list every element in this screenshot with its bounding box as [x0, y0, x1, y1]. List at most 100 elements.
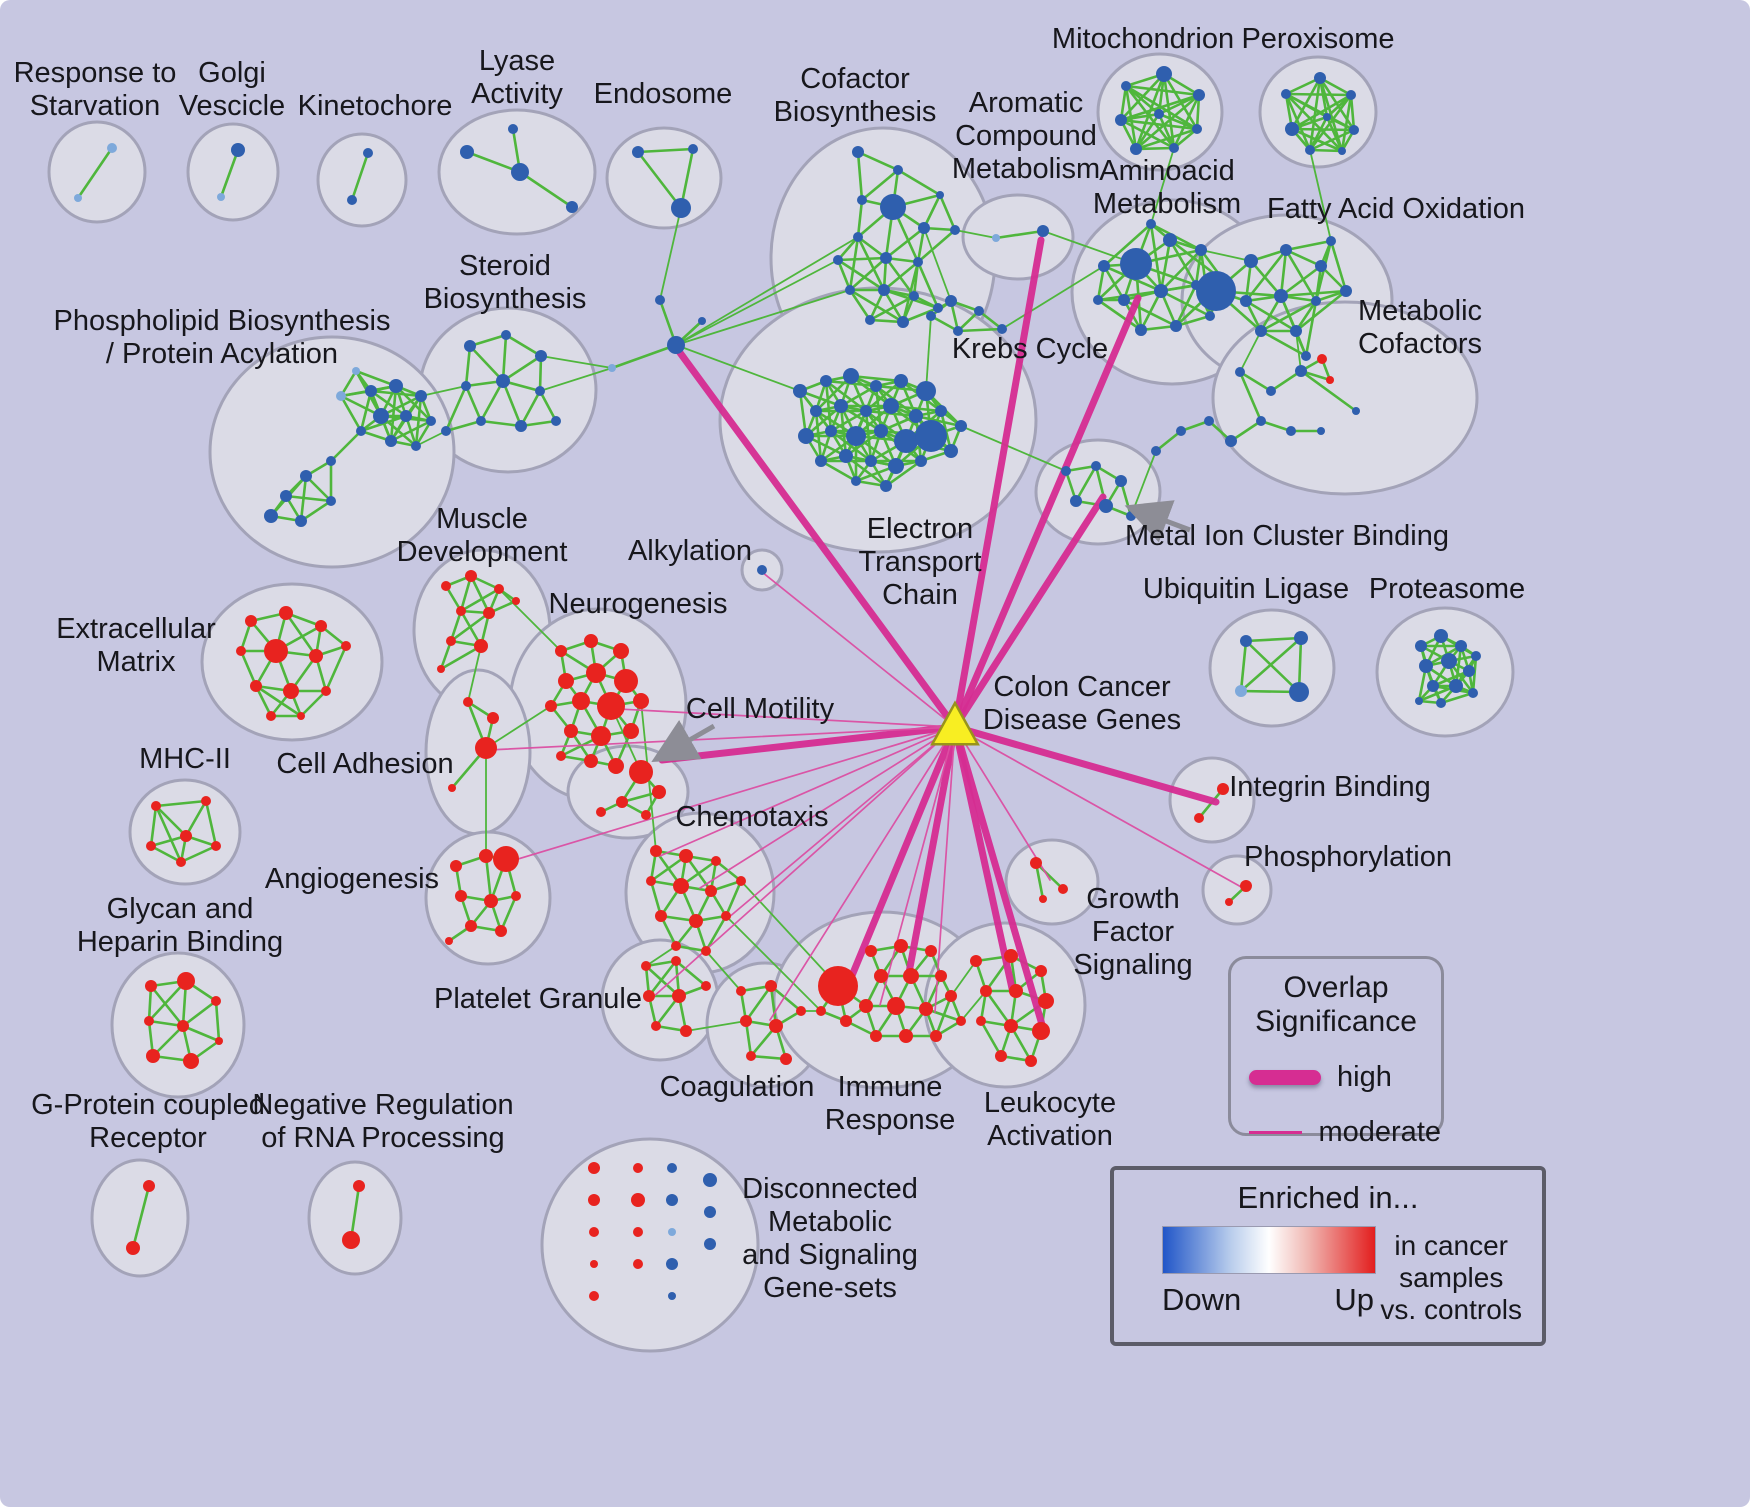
node-extracellular-matrix-3[interactable]	[236, 646, 246, 656]
node-chemotaxis-1[interactable]	[679, 849, 693, 863]
node-extracellular-matrix-5[interactable]	[309, 649, 323, 663]
node-cell-motility-4[interactable]	[641, 810, 651, 820]
node-steroid-biosynthesis-8[interactable]	[551, 416, 561, 426]
node-neurogenesis-7[interactable]	[572, 692, 590, 710]
node-electron-transport-chain-6[interactable]	[810, 405, 822, 417]
node-mitochondrion-2[interactable]	[1193, 89, 1205, 101]
node-neurogenesis-10[interactable]	[564, 724, 578, 738]
node-muscle-development-6[interactable]	[446, 636, 456, 646]
node-angiogenesis-1[interactable]	[479, 849, 493, 863]
node-extracellular-matrix-9[interactable]	[321, 686, 331, 696]
node-disconnected-gene-sets-5[interactable]	[633, 1163, 643, 1173]
node-kinetochore-1[interactable]	[347, 195, 357, 205]
node-neurogenesis-0[interactable]	[555, 645, 567, 657]
node-leukocyte-activation-5[interactable]	[1038, 993, 1054, 1009]
node-phospholipid-biosynthesis-8[interactable]	[356, 426, 366, 436]
node-cell-motility-3[interactable]	[596, 807, 606, 817]
node-metabolic-cofactors-6[interactable]	[1286, 426, 1296, 436]
node-glycan-heparin-binding-5[interactable]	[146, 1049, 160, 1063]
node-mhc-ii-5[interactable]	[176, 857, 186, 867]
node-electron-transport-chain-5[interactable]	[916, 381, 936, 401]
node-peroxisome-5[interactable]	[1349, 125, 1359, 135]
node-cell-adhesion-2[interactable]	[475, 737, 497, 759]
node-chemotaxis-9[interactable]	[721, 911, 731, 921]
node-peroxisome-6[interactable]	[1305, 145, 1315, 155]
node-immune-response-3[interactable]	[925, 945, 937, 957]
node-phospholipid-biosynthesis-0[interactable]	[365, 385, 377, 397]
node-aminoacid-metabolism-1[interactable]	[1163, 233, 1177, 247]
node-mitochondrion-1[interactable]	[1156, 66, 1172, 82]
node-krebs-cycle-3[interactable]	[953, 326, 963, 336]
node-neurogenesis-1[interactable]	[584, 634, 598, 648]
node-peroxisome-2[interactable]	[1346, 90, 1356, 100]
node-extracellular-matrix-6[interactable]	[341, 641, 351, 651]
node-fatty-acid-oxidation-11[interactable]	[1301, 351, 1311, 361]
node-cofactor-biosynthesis-0[interactable]	[852, 146, 864, 158]
node-mitochondrion-4[interactable]	[1154, 109, 1164, 119]
node-angiogenesis-4[interactable]	[484, 894, 498, 908]
node-angiogenesis-8[interactable]	[445, 937, 453, 945]
node-muscle-development-7[interactable]	[474, 639, 488, 653]
node-immune-response-9[interactable]	[919, 1002, 933, 1016]
node-proteasome-4[interactable]	[1419, 659, 1433, 673]
node-immune-response-10[interactable]	[945, 990, 957, 1002]
node-metal-ion-cluster-binding-3[interactable]	[1070, 495, 1082, 507]
node-steroid-biosynthesis-9[interactable]	[441, 426, 451, 436]
node-fatty-acid-oxidation-4[interactable]	[1240, 295, 1252, 307]
node-peroxisome-7[interactable]	[1338, 147, 1346, 155]
node-mitochondrion-6[interactable]	[1130, 143, 1142, 155]
node-mitochondrion-3[interactable]	[1115, 114, 1127, 126]
node-disconnected-gene-sets-2[interactable]	[589, 1227, 599, 1237]
node-golgi-vescicle-1[interactable]	[217, 193, 225, 201]
node-integrin-binding-1[interactable]	[1217, 783, 1229, 795]
node-aminoacid-metabolism-6[interactable]	[1135, 324, 1147, 336]
node-extracellular-matrix-7[interactable]	[250, 680, 262, 692]
node-glycan-heparin-binding-4[interactable]	[177, 1020, 189, 1032]
node-mhc-ii-1[interactable]	[201, 796, 211, 806]
node-chemotaxis-5[interactable]	[705, 885, 717, 897]
node-cell-adhesion-3[interactable]	[448, 784, 456, 792]
node-neurogenesis-9[interactable]	[633, 693, 649, 709]
node-disconnected-gene-sets-14[interactable]	[703, 1173, 717, 1187]
node-electron-transport-chain-12[interactable]	[798, 428, 814, 444]
node-neurogenesis-3[interactable]	[558, 673, 574, 689]
node-fatty-acid-oxidation-10[interactable]	[1340, 285, 1352, 297]
node-electron-transport-chain-23[interactable]	[851, 476, 861, 486]
node-immune-response-14[interactable]	[956, 1016, 966, 1026]
node-fatty-acid-oxidation-6[interactable]	[1311, 296, 1321, 306]
node-growth-factor-signaling-2[interactable]	[1039, 895, 1047, 903]
node-kinetochore-0[interactable]	[363, 148, 373, 158]
node-response-to-starvation-1[interactable]	[107, 143, 117, 153]
node-connector-nodes-0[interactable]	[608, 364, 616, 372]
node-g-protein-coupled-receptor-1[interactable]	[126, 1241, 140, 1255]
node-angiogenesis-6[interactable]	[465, 920, 477, 932]
node-fatty-acid-oxidation-5[interactable]	[1274, 289, 1288, 303]
node-cell-adhesion-0[interactable]	[463, 697, 473, 707]
node-immune-response-1[interactable]	[865, 945, 877, 957]
node-proteasome-2[interactable]	[1455, 640, 1467, 652]
node-glycan-heparin-binding-1[interactable]	[177, 972, 195, 990]
node-metabolic-cofactors-5[interactable]	[1256, 416, 1266, 426]
node-muscle-development-4[interactable]	[483, 607, 495, 619]
node-electron-transport-chain-18[interactable]	[815, 455, 827, 467]
node-electron-transport-chain-16[interactable]	[894, 429, 918, 453]
node-aminoacid-metabolism-2[interactable]	[1195, 244, 1207, 256]
node-electron-transport-chain-11[interactable]	[935, 405, 947, 417]
node-phospholipid-biosynthesis-3[interactable]	[373, 408, 389, 424]
node-endosome-2[interactable]	[671, 198, 691, 218]
node-electron-transport-chain-7[interactable]	[834, 399, 848, 413]
node-leukocyte-activation-10[interactable]	[1025, 1055, 1037, 1067]
node-cell-motility-0[interactable]	[629, 760, 653, 784]
node-leukocyte-activation-0[interactable]	[970, 955, 982, 967]
node-immune-response-13[interactable]	[930, 1030, 942, 1042]
node-electron-transport-chain-17[interactable]	[915, 420, 947, 452]
node-leukocyte-activation-4[interactable]	[1009, 984, 1023, 998]
node-immune-response-11[interactable]	[870, 1030, 882, 1042]
node-phosphorylation-0[interactable]	[1240, 880, 1252, 892]
node-steroid-biosynthesis-2[interactable]	[535, 350, 547, 362]
node-phospholipid-biosynthesis-13[interactable]	[280, 490, 292, 502]
node-chemotaxis-6[interactable]	[736, 876, 746, 886]
node-immune-response-7[interactable]	[859, 999, 873, 1013]
node-coagulation-1[interactable]	[765, 980, 777, 992]
node-phospholipid-biosynthesis-11[interactable]	[326, 456, 336, 466]
